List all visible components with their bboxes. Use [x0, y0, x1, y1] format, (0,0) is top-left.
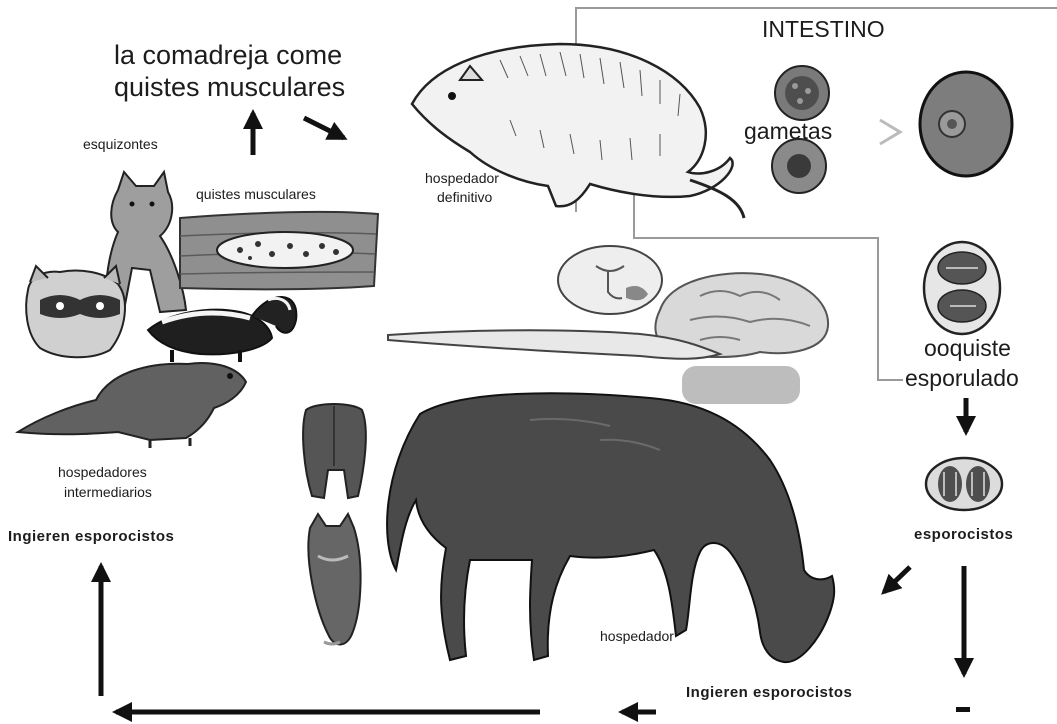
intermediate-hosts-label-2: intermediarios — [64, 482, 152, 502]
horse-grazing-illustration — [387, 393, 834, 662]
ingest-left-label: Ingieren esporocistos — [8, 528, 174, 545]
ingest-bottom-label: Ingieren esporocistos — [686, 684, 852, 701]
arrow-spore-diag — [884, 567, 910, 592]
sporocysts-label: esporocistos — [914, 526, 1013, 543]
intestine-label: INTESTINO — [762, 16, 885, 43]
horse-rear-view — [303, 404, 366, 498]
horse-head-front — [308, 514, 360, 645]
gametes-label: gametas — [744, 118, 832, 145]
raccoon-illustration — [26, 266, 125, 357]
arrow-to-opossum — [304, 118, 344, 138]
muscle-tissue — [180, 212, 378, 289]
weasel-eats-label: la comadreja come — [114, 40, 342, 71]
dash-mark — [956, 707, 970, 712]
oocyst-label-1: ooquiste — [924, 335, 1011, 362]
otter-illustration — [18, 363, 246, 448]
intermediate-hosts-label-1: hospedadores — [58, 462, 147, 482]
definitive-host-label-2: definitivo — [437, 187, 492, 207]
definitive-host-label-1: hospedador — [425, 168, 499, 188]
brain-spinal-cord — [388, 246, 828, 404]
horse-host-label: hospedador — [600, 626, 674, 646]
oocyst-label-2: esporulado — [905, 365, 1019, 392]
chevron-right-icon — [880, 120, 900, 144]
gamete-top — [775, 66, 829, 120]
muscle-cysts-big-label: quistes musculares — [114, 72, 345, 103]
schizonts-label: esquizontes — [83, 134, 158, 154]
oocyst-sporulated — [924, 242, 1000, 334]
muscle-cysts-small-label: quistes musculares — [196, 184, 316, 204]
gamete-bottom — [772, 139, 826, 193]
sporocyst-cell — [926, 458, 1002, 510]
zygote-cell — [920, 72, 1012, 176]
